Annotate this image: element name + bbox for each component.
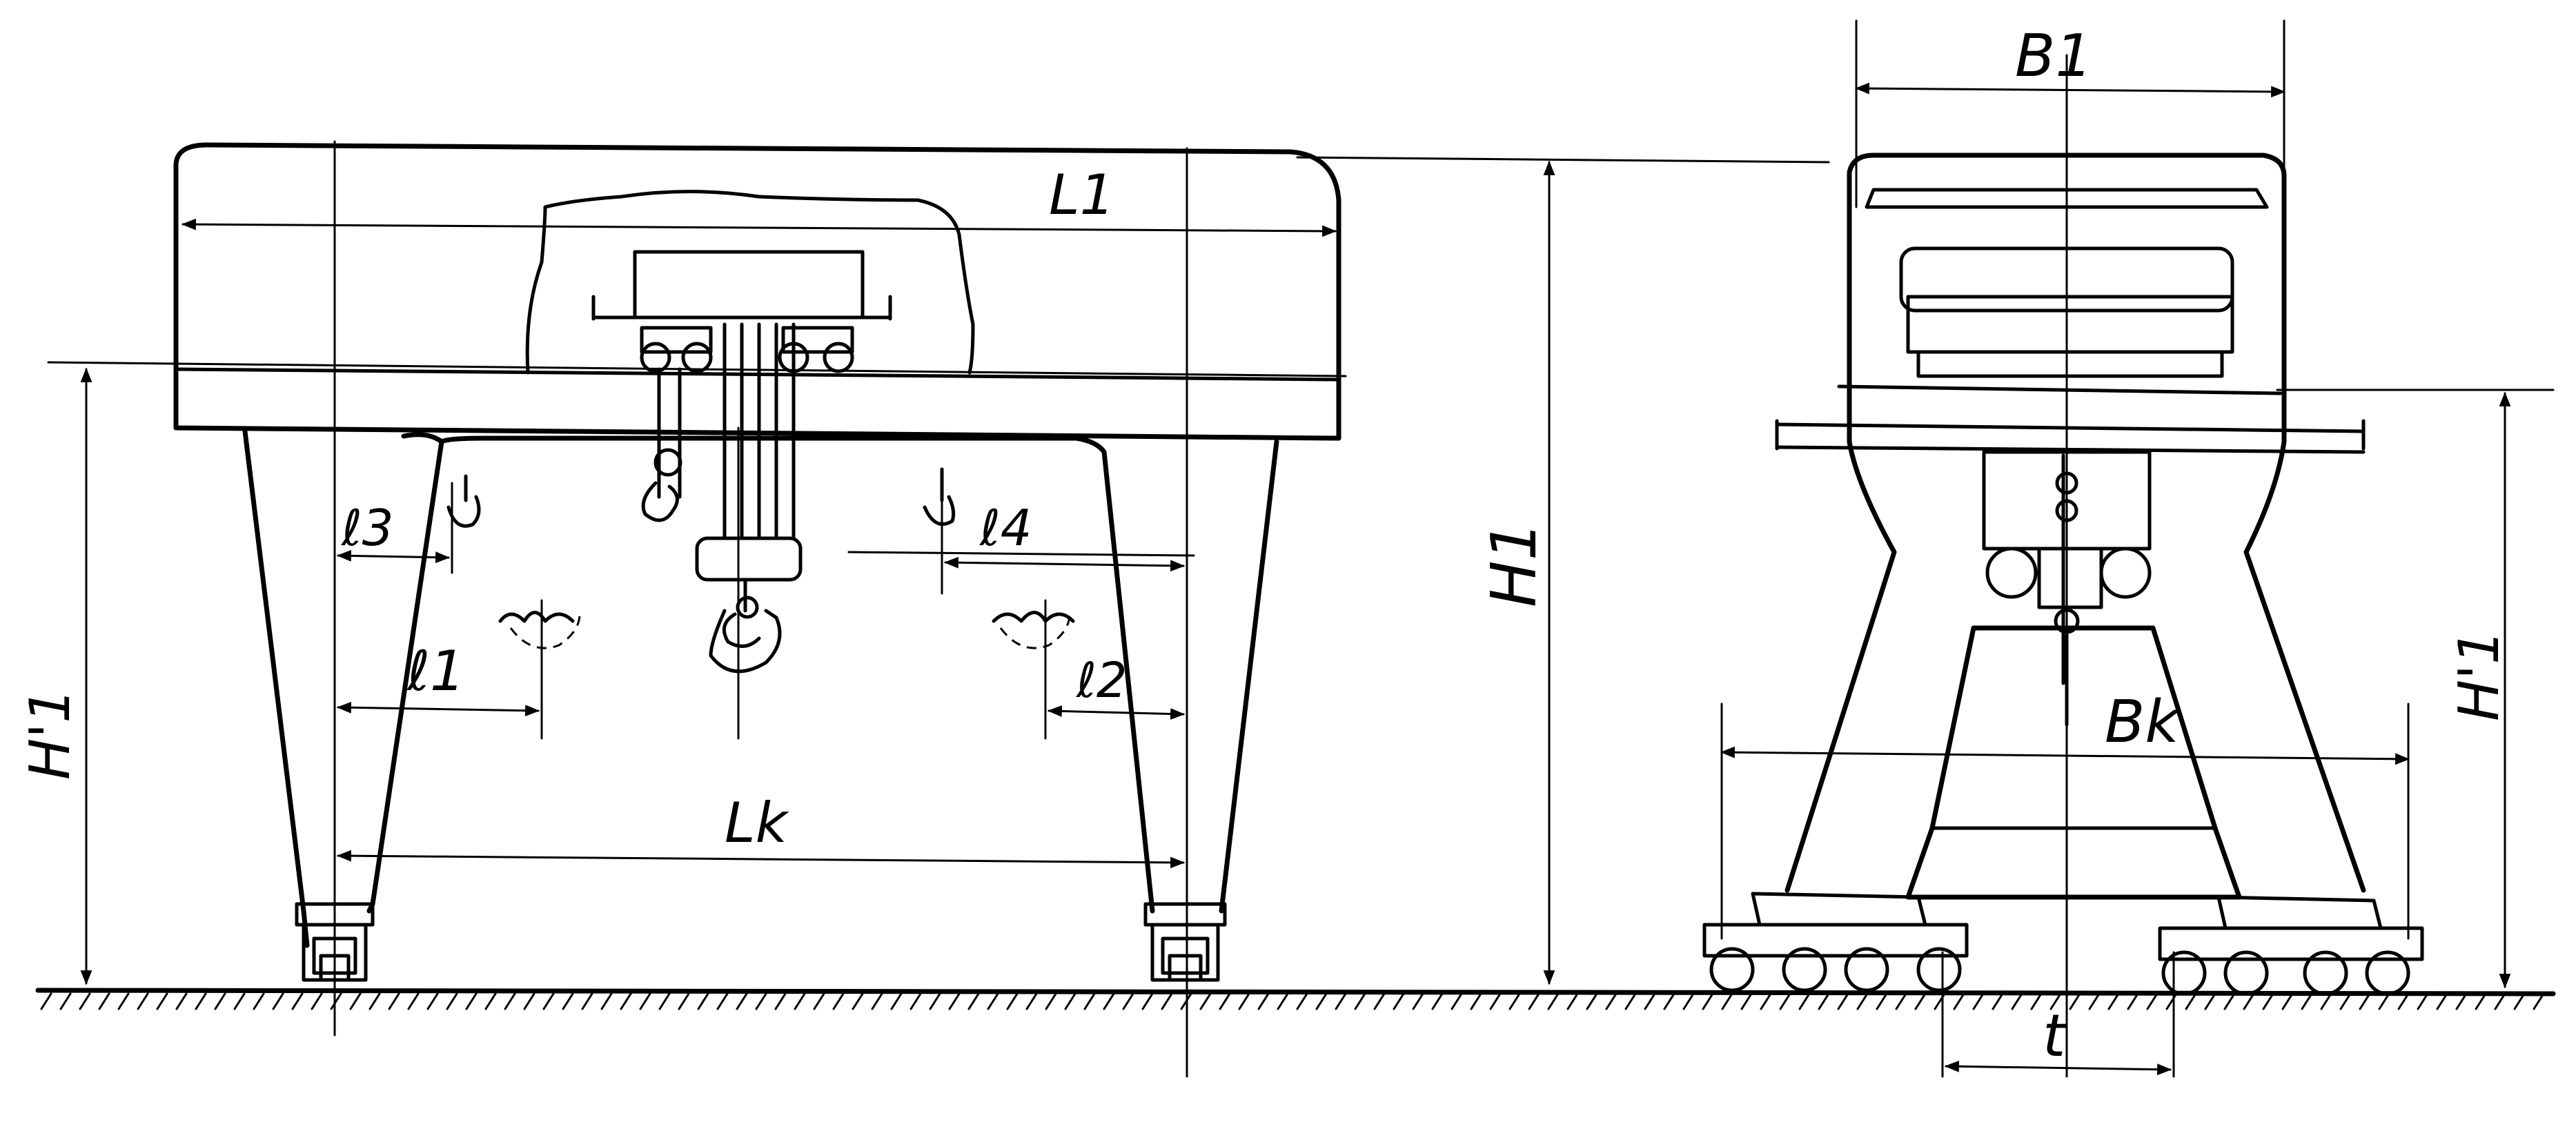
label-H1: H1 (1478, 521, 1551, 607)
dim-l3 (336, 549, 451, 564)
load-body (1905, 625, 2242, 900)
dim-Bk (1720, 746, 2410, 765)
end-frame-top (1847, 153, 2287, 224)
label-l4: ℓ4 (979, 499, 1032, 557)
label-H1-prime-right: H'1 (2447, 629, 2511, 721)
crane-front-view: L1 Lk ℓ1 ℓ2 ℓ3 ℓ4 H'1 H1 (18, 140, 1830, 1078)
hoist-ropes (641, 322, 803, 674)
dim-t (1944, 1060, 2172, 1076)
label-B1: B1 (2015, 22, 2092, 90)
left-bogie (1702, 892, 1969, 992)
ground-line (35, 988, 2556, 1010)
dim-B1 (1854, 82, 2286, 98)
bridge-girder (173, 142, 1341, 441)
hook-position-1 (509, 613, 581, 649)
dim-l4 (943, 556, 1186, 572)
aux-hook-l3 (446, 495, 481, 528)
dim-L1 (181, 218, 1337, 237)
label-H1-prime-left: H'1 (18, 688, 82, 780)
label-Bk: Bk (2105, 688, 2181, 756)
dim-l1 (336, 701, 540, 717)
right-bogie (2158, 895, 2424, 996)
dim-l2 (1047, 705, 1186, 720)
cutout-section (525, 190, 975, 375)
label-Lk: Lk (725, 791, 789, 855)
aux-hook-l4 (923, 495, 956, 526)
label-t: t (2043, 1002, 2067, 1070)
hook-position-2 (999, 613, 1071, 649)
crane-side-view: B1 Bk t H'1 (1702, 19, 2555, 1078)
right-leg (439, 435, 1279, 982)
label-L1: L1 (1049, 163, 1114, 227)
dim-Lk (336, 850, 1186, 869)
label-l3: ℓ3 (340, 499, 394, 557)
label-l2: ℓ2 (1076, 652, 1127, 709)
label-l1: ℓ1 (406, 639, 465, 703)
